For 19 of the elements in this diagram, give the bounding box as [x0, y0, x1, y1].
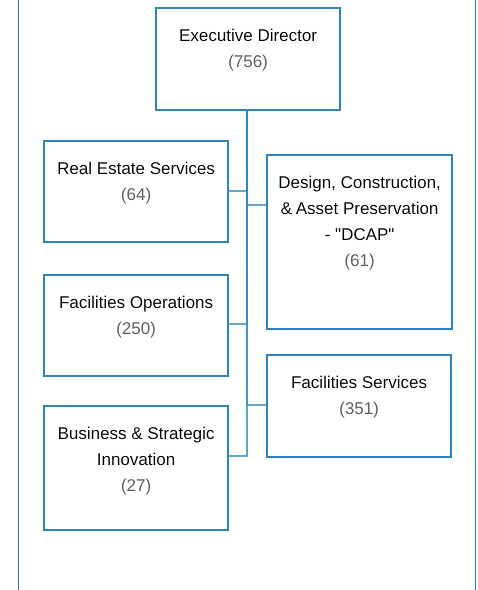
staff-count: (64) [120, 184, 152, 206]
org-unit-box [155, 7, 341, 111]
unit-name: Design, Construction, & Asset Preservation - "DCAP" [277, 172, 442, 246]
staff-count: (250) [116, 318, 156, 340]
unit-name: Business & Strategic Innovation [56, 423, 216, 471]
staff-count: (351) [339, 398, 379, 420]
staff-count: (27) [120, 475, 152, 497]
unit-name: Facilities Operations [58, 292, 214, 314]
staff-count: (756) [228, 51, 268, 73]
org-unit-box [266, 354, 452, 458]
org-unit-box [266, 154, 453, 330]
staff-count: (61) [344, 250, 375, 272]
connector-line [229, 111, 248, 457]
org-unit-box [43, 140, 229, 243]
org-unit-box [43, 405, 229, 531]
org-unit-box [43, 274, 229, 377]
unit-name: Executive Director [178, 25, 318, 47]
unit-name: Facilities Services [290, 372, 428, 394]
unit-name: Real Estate Services [56, 158, 216, 180]
